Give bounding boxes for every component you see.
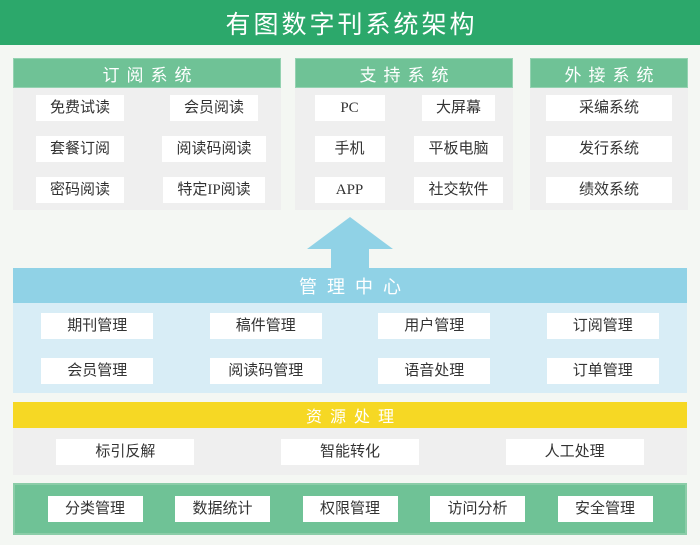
item-box: 阅读码管理 <box>209 357 322 384</box>
external-system-section: 外接系统 采编系统 发行系统 绩效系统 <box>530 58 688 210</box>
support-system-section: 支持系统 PC 大屏幕 手机 平板电脑 APP 社交软件 <box>295 58 513 210</box>
item-box: 订单管理 <box>546 357 659 384</box>
item-box: 密码阅读 <box>35 176 124 203</box>
item-box: 会员管理 <box>41 357 154 384</box>
external-system-header: 外接系统 <box>530 58 688 88</box>
item-box: 会员阅读 <box>169 95 258 122</box>
item-box: 订阅管理 <box>546 312 659 339</box>
item-box: 社交软件 <box>414 176 503 203</box>
item-box: 分类管理 <box>47 496 143 522</box>
bottom-modules-band: 分类管理 数据统计 权限管理 访问分析 安全管理 <box>13 483 687 535</box>
item-box: 数据统计 <box>175 496 270 522</box>
item-box: 手机 <box>314 135 385 162</box>
item-box: 用户管理 <box>378 312 491 339</box>
management-center-panel: 期刊管理 稿件管理 用户管理 订阅管理 会员管理 阅读码管理 语音处理 订单管理 <box>13 303 687 393</box>
item-box: 安全管理 <box>557 496 653 522</box>
resource-processing-header: 资源处理 <box>13 402 687 428</box>
subscription-system-panel: 免费试读 会员阅读 套餐订阅 阅读码阅读 密码阅读 特定IP阅读 <box>13 88 281 210</box>
diagram-title-bar: 有图数字刊系统架构 <box>0 0 700 45</box>
diagram-title: 有图数字刊系统架构 <box>225 11 478 39</box>
external-system-panel: 采编系统 发行系统 绩效系统 <box>530 88 688 210</box>
item-box: 免费试读 <box>35 95 124 122</box>
subscription-system-section: 订阅系统 免费试读 会员阅读 套餐订阅 阅读码阅读 密码阅读 特定IP阅读 <box>13 58 281 210</box>
support-system-header: 支持系统 <box>295 58 513 88</box>
item-box: 采编系统 <box>546 95 672 122</box>
item-box: APP <box>314 176 385 203</box>
up-arrow-stem <box>331 248 369 269</box>
item-box: 访问分析 <box>430 496 525 522</box>
item-box: 平板电脑 <box>414 135 503 162</box>
resource-processing-title: 资源处理 <box>305 409 402 426</box>
management-center-header: 管理中心 <box>13 268 687 303</box>
item-box: PC <box>314 95 385 122</box>
item-box: 标引反解 <box>56 438 195 465</box>
item-box: 稿件管理 <box>209 312 322 339</box>
item-box: 期刊管理 <box>41 312 154 339</box>
item-box: 套餐订阅 <box>35 135 124 162</box>
item-box: 发行系统 <box>546 135 672 162</box>
item-box: 语音处理 <box>378 357 491 384</box>
resource-processing-panel: 标引反解 智能转化 人工处理 <box>13 428 687 475</box>
item-box: 人工处理 <box>505 438 644 465</box>
management-center-title: 管理中心 <box>299 276 411 297</box>
item-box: 权限管理 <box>302 496 398 522</box>
support-system-panel: PC 大屏幕 手机 平板电脑 APP 社交软件 <box>295 88 513 210</box>
up-arrow-icon <box>307 217 393 249</box>
item-box: 大屏幕 <box>421 95 495 122</box>
subscription-system-header: 订阅系统 <box>13 58 281 88</box>
item-box: 绩效系统 <box>546 176 672 203</box>
item-box: 智能转化 <box>280 438 419 465</box>
item-box: 特定IP阅读 <box>163 176 265 203</box>
item-box: 阅读码阅读 <box>162 135 266 162</box>
